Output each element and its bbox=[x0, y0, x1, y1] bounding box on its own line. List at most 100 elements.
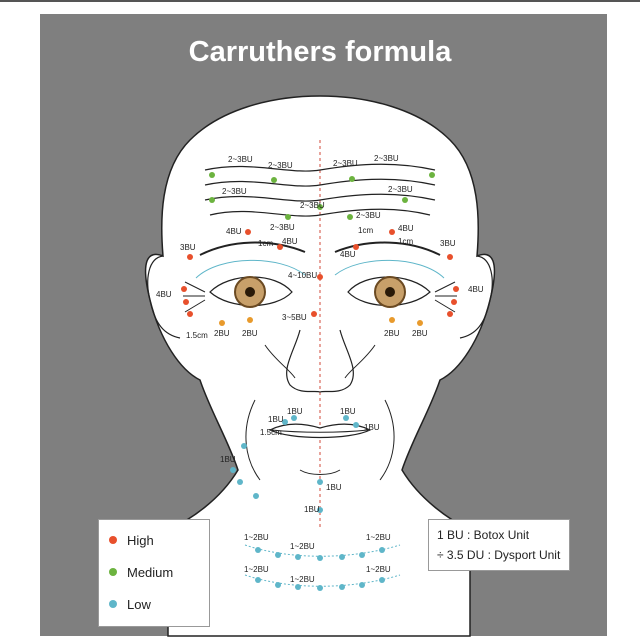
low-dot bbox=[237, 479, 243, 485]
high-dot bbox=[245, 229, 251, 235]
medium-dot bbox=[285, 214, 291, 220]
medium-dot bbox=[429, 172, 435, 178]
right-brow bbox=[334, 241, 441, 256]
low-dot bbox=[339, 554, 345, 560]
dose-label: 4~10BU bbox=[288, 271, 317, 280]
low-dot bbox=[255, 577, 261, 583]
dose-label: 1BU bbox=[364, 423, 380, 432]
low-dot bbox=[339, 584, 345, 590]
medium-dot bbox=[271, 177, 277, 183]
dose-label: 1~2BU bbox=[366, 565, 391, 574]
medium-swatch-icon bbox=[109, 568, 117, 576]
dose-label: 4BU bbox=[398, 224, 414, 233]
units-box: 1 BU : Botox Unit ÷ 3.5 DU : Dysport Uni… bbox=[428, 519, 570, 571]
dose-label: 2BU bbox=[214, 329, 230, 338]
dose-label: 1~2BU bbox=[290, 542, 315, 551]
legend-label: High bbox=[127, 532, 154, 548]
dose-label: 1~2BU bbox=[290, 575, 315, 584]
dose-label: 2~3BU bbox=[228, 155, 253, 164]
high-dot bbox=[187, 311, 193, 317]
dose-label: 3BU bbox=[440, 239, 456, 248]
dose-label: 4BU bbox=[156, 290, 172, 299]
right-ear bbox=[459, 255, 493, 339]
legend-medium: Medium bbox=[109, 562, 173, 582]
low-dot bbox=[379, 577, 385, 583]
dose-label: 2~3BU bbox=[388, 185, 413, 194]
low-dot bbox=[317, 507, 323, 513]
low-dot bbox=[295, 584, 301, 590]
low-dot bbox=[359, 582, 365, 588]
low-dot bbox=[253, 493, 259, 499]
dose-label: 1cm bbox=[398, 237, 413, 246]
dose-label: 1BU bbox=[220, 455, 236, 464]
low-dot bbox=[241, 443, 247, 449]
low-dot bbox=[275, 582, 281, 588]
medium-points bbox=[209, 172, 435, 220]
high-dot bbox=[447, 254, 453, 260]
left-brow bbox=[199, 241, 306, 256]
legend-label: Medium bbox=[127, 564, 174, 580]
low-dot bbox=[379, 547, 385, 553]
low-dot bbox=[317, 585, 323, 591]
legend-label: Low bbox=[127, 596, 151, 612]
dose-label: 2~3BU bbox=[300, 201, 325, 210]
low-dot bbox=[275, 552, 281, 558]
high-points bbox=[181, 229, 459, 317]
medium-dot bbox=[317, 204, 323, 210]
high-dot bbox=[389, 229, 395, 235]
dose-label: 1BU bbox=[268, 415, 284, 424]
dose-labels: 2~3BU 2~3BU 2~3BU 2~3BU 2~3BU 2~3BU 2~3B… bbox=[156, 154, 484, 584]
low-swatch-icon bbox=[109, 600, 117, 608]
low-dot bbox=[282, 419, 288, 425]
dose-label: 1BU bbox=[326, 483, 342, 492]
botox-unit-text: 1 BU : Botox Unit bbox=[437, 528, 530, 542]
dose-label: 1.5cm bbox=[186, 331, 208, 340]
high-dot bbox=[183, 299, 189, 305]
dose-label: 1.5cm bbox=[260, 428, 282, 437]
high-dot bbox=[453, 286, 459, 292]
high-swatch-icon bbox=[109, 536, 117, 544]
dose-label: 4BU bbox=[340, 250, 356, 259]
high-dot bbox=[277, 244, 283, 250]
eye-dot bbox=[389, 317, 395, 323]
dose-label: 2BU bbox=[242, 329, 258, 338]
dose-label: 2~3BU bbox=[356, 211, 381, 220]
eye-dot bbox=[219, 320, 225, 326]
medium-dot bbox=[347, 214, 353, 220]
left-ear bbox=[147, 255, 181, 339]
eye-dot bbox=[247, 317, 253, 323]
high-dot bbox=[447, 311, 453, 317]
medium-dot bbox=[209, 172, 215, 178]
low-dot bbox=[359, 552, 365, 558]
high-dot bbox=[353, 244, 359, 250]
dose-label: 1cm bbox=[358, 226, 373, 235]
dose-label: 2BU bbox=[384, 329, 400, 338]
high-dot bbox=[187, 254, 193, 260]
dose-label: 2~3BU bbox=[374, 154, 399, 163]
dose-label: 2~3BU bbox=[270, 223, 295, 232]
dose-label: 2~3BU bbox=[268, 161, 293, 170]
low-dot bbox=[353, 422, 359, 428]
high-dot bbox=[317, 274, 323, 280]
dose-label: 2~3BU bbox=[222, 187, 247, 196]
low-dot bbox=[255, 547, 261, 553]
legend-high: High bbox=[109, 530, 154, 550]
dysport-unit-text: ÷ 3.5 DU : Dysport Unit bbox=[437, 548, 561, 562]
dose-label: 1~2BU bbox=[366, 533, 391, 542]
dose-label: 1~2BU bbox=[244, 565, 269, 574]
low-dot bbox=[230, 467, 236, 473]
medium-dot bbox=[209, 197, 215, 203]
high-dot bbox=[451, 299, 457, 305]
mouth bbox=[268, 423, 372, 439]
dose-label: 2~3BU bbox=[333, 159, 358, 168]
medium-dot bbox=[349, 176, 355, 182]
low-dot bbox=[295, 554, 301, 560]
dose-label: 1~2BU bbox=[244, 533, 269, 542]
low-dot bbox=[291, 415, 297, 421]
legend-box: High Medium Low bbox=[98, 519, 210, 627]
dose-label: 1BU bbox=[340, 407, 356, 416]
dose-label: 1cm bbox=[258, 239, 273, 248]
low-dot bbox=[317, 555, 323, 561]
medium-dot bbox=[402, 197, 408, 203]
